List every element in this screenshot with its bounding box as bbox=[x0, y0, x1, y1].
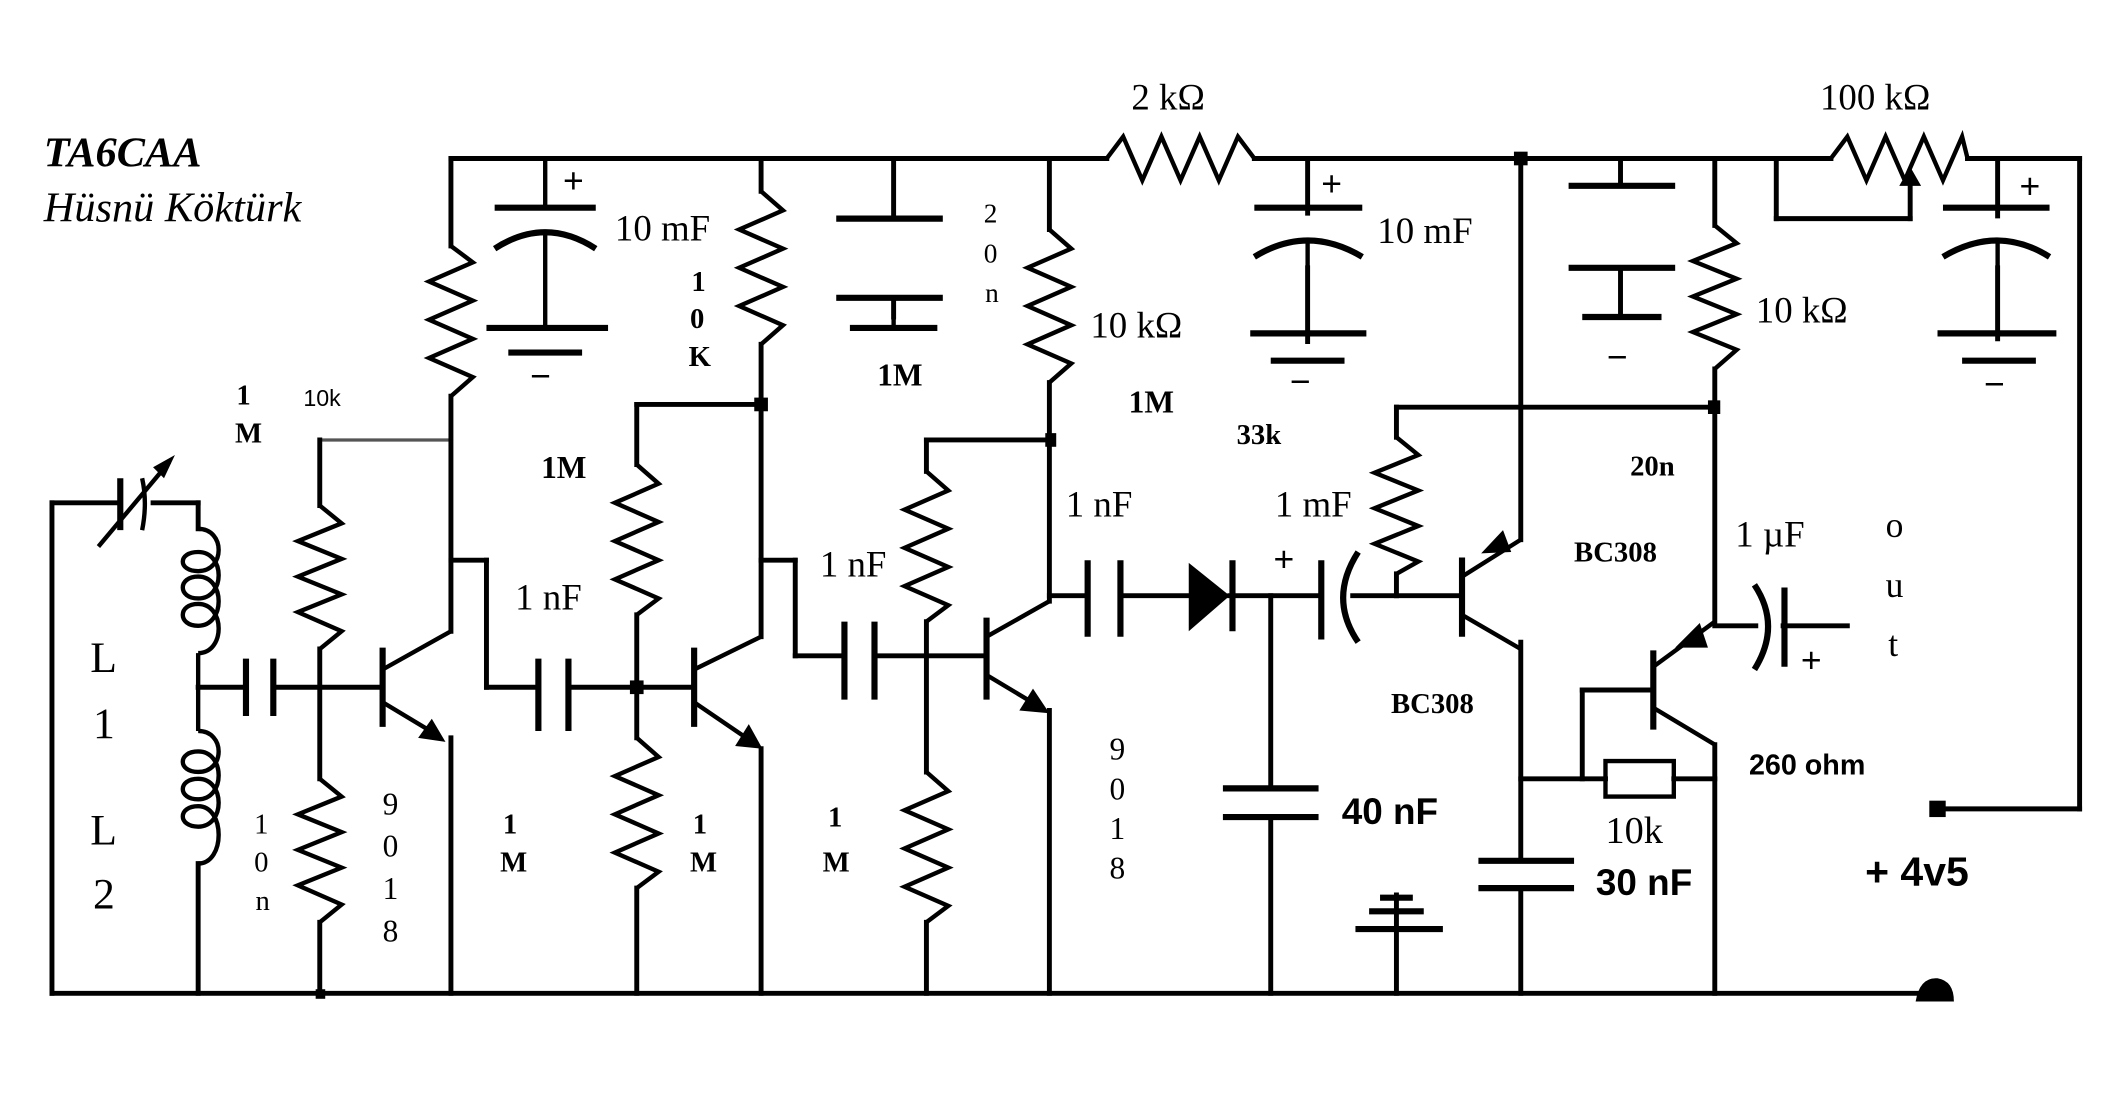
label-10mf-2: 10 mF bbox=[1377, 210, 1472, 251]
label-minus-4: − bbox=[1984, 364, 2005, 404]
coil-l2-icon bbox=[180, 687, 221, 866]
label-10k-v-c: K bbox=[689, 341, 712, 373]
label-10n-b: 0 bbox=[254, 847, 268, 879]
label-bc308-1: BC308 bbox=[1391, 688, 1474, 720]
label-10n-c: n bbox=[256, 885, 270, 917]
label-out-a: o bbox=[1886, 505, 1904, 545]
label-minus-3: − bbox=[1607, 337, 1628, 377]
transistor-1-icon bbox=[379, 629, 452, 742]
label-1uf: 1 µF bbox=[1735, 514, 1804, 555]
diode-icon bbox=[1188, 560, 1236, 632]
label-1m-4: 1M bbox=[1129, 385, 1174, 420]
label-20n-b: 0 bbox=[984, 238, 998, 268]
junction-dots bbox=[315, 151, 1954, 1002]
label-1m-3: 1M bbox=[877, 357, 922, 392]
label-t3-d: 8 bbox=[1110, 851, 1126, 886]
resistor-box-10k-icon bbox=[1603, 758, 1676, 799]
label-t1-c: 1 bbox=[383, 871, 399, 906]
label-20n-a: 2 bbox=[984, 199, 998, 229]
transistor-2-icon bbox=[691, 634, 763, 749]
label-10k-v-a: 1 bbox=[691, 266, 705, 298]
coil-label-l1: L bbox=[90, 634, 117, 682]
electrolytic-capacitor-1mf-icon bbox=[1318, 550, 1361, 644]
label-plus-3: + bbox=[2019, 166, 2040, 206]
capacitor-40nf-icon bbox=[1222, 785, 1319, 821]
label-1m-mid: 1M bbox=[541, 450, 586, 485]
label-t1-d: 8 bbox=[383, 913, 399, 948]
label-t1-a: 9 bbox=[383, 786, 399, 821]
label-t3-a: 9 bbox=[1110, 732, 1126, 767]
electrolytic-capacitor-1uf-icon bbox=[1751, 583, 1788, 672]
coil-label-l1-num: 1 bbox=[93, 700, 115, 748]
label-minus-2: − bbox=[1290, 362, 1311, 402]
label-33k: 33k bbox=[1237, 419, 1282, 451]
capacitor-20n-icon bbox=[836, 158, 943, 331]
electrolytic-capacitor-2-icon bbox=[1250, 204, 1367, 364]
label-20n-2: 20n bbox=[1630, 450, 1675, 482]
capacitor-30nf-icon bbox=[1478, 857, 1575, 892]
label-10mf-1: 10 mF bbox=[615, 207, 710, 248]
label-1m-low3-a: 1 bbox=[828, 802, 842, 834]
transistor-5-icon bbox=[1650, 619, 1717, 747]
label-1m-low-b: M bbox=[500, 847, 527, 879]
label-10n-a: 1 bbox=[254, 808, 268, 840]
label-1nf-3: 1 nF bbox=[1066, 483, 1133, 524]
potentiometer-wiper-icon bbox=[1899, 166, 1922, 186]
capacitor-1nf-1-icon bbox=[535, 658, 572, 731]
label-bc308-2: BC308 bbox=[1574, 537, 1657, 569]
label-10k-v-b: 0 bbox=[690, 303, 704, 335]
capacitor-1nf-2-icon bbox=[841, 621, 878, 700]
label-plus-2: + bbox=[1321, 163, 1342, 203]
ground-icon bbox=[1355, 894, 1443, 933]
coil-label-l2: L bbox=[90, 806, 117, 854]
transistor-3-icon bbox=[983, 599, 1051, 714]
label-100k: 100 kΩ bbox=[1820, 76, 1930, 117]
label-260-ohm: 260 ohm bbox=[1749, 750, 1865, 782]
label-1m-low3-b: M bbox=[823, 847, 850, 879]
author-callsign: TA6CAA bbox=[44, 130, 202, 177]
variable-capacitor-icon bbox=[96, 454, 175, 548]
label-plus-1mf: + bbox=[1273, 539, 1294, 579]
label-1nf-1: 1 nF bbox=[515, 576, 582, 617]
label-minus-1: − bbox=[530, 356, 551, 396]
label-plus-out: + bbox=[1801, 640, 1822, 680]
capacitor-input-icon bbox=[242, 658, 277, 716]
label-out-c: t bbox=[1888, 624, 1898, 664]
label-1mf: 1 mF bbox=[1275, 483, 1352, 524]
transistor-4-icon bbox=[1458, 530, 1522, 651]
label-1m-first-b: M bbox=[235, 418, 262, 450]
label-out-b: u bbox=[1886, 565, 1904, 605]
label-plus-1: + bbox=[563, 161, 584, 201]
electrolytic-capacitor-1-icon bbox=[486, 158, 609, 356]
electrolytic-capacitor-3-icon bbox=[1937, 204, 2057, 364]
coil-label-l2-num: 2 bbox=[93, 871, 115, 919]
capacitor-stage4-icon bbox=[1568, 182, 1676, 321]
label-1m-low2-b: M bbox=[690, 847, 717, 879]
label-10k-3: 10 kΩ bbox=[1756, 289, 1848, 330]
label-10k-2: 10 kΩ bbox=[1090, 304, 1182, 345]
label-supply: + 4v5 bbox=[1865, 848, 1969, 894]
label-1m-low2-a: 1 bbox=[693, 808, 707, 840]
label-10k-4: 10k bbox=[1605, 810, 1663, 852]
label-20n-c: n bbox=[985, 278, 999, 308]
label-t3-b: 0 bbox=[1110, 771, 1126, 806]
label-2k: 2 kΩ bbox=[1131, 76, 1205, 117]
coil-l1-icon bbox=[180, 526, 221, 688]
label-t1-b: 0 bbox=[383, 829, 399, 864]
label-1m-low-a: 1 bbox=[503, 808, 517, 840]
capacitor-1nf-3-icon bbox=[1084, 560, 1124, 637]
label-30nf: 30 nF bbox=[1596, 862, 1692, 903]
label-1nf-2: 1 nF bbox=[820, 544, 887, 585]
label-1m-first-a: 1 bbox=[236, 379, 250, 411]
label-t3-c: 1 bbox=[1110, 811, 1126, 846]
labels: TA6CAA Hüsnü Köktürk L 1 L 2 1 M 10k 1 0… bbox=[43, 76, 2040, 948]
label-40nf: 40 nF bbox=[1342, 791, 1438, 832]
label-10k-small: 10k bbox=[303, 385, 341, 411]
author-name: Hüsnü Köktürk bbox=[43, 184, 303, 231]
